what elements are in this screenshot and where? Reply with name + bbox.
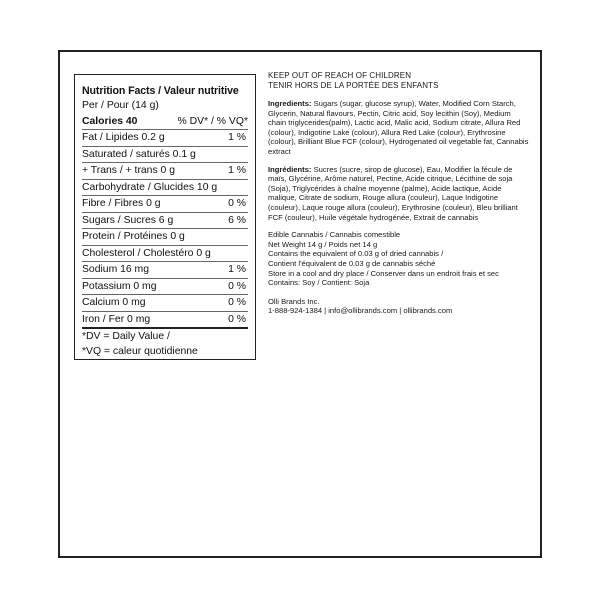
nutrient-label: Protein / Protéines 0 g bbox=[82, 231, 185, 242]
nutrient-label: Iron / Fer 0 mg bbox=[82, 313, 151, 325]
label-panel bbox=[58, 50, 542, 558]
warning-fr: TENIR HORS DE LA PORTÉE DES ENFANTS bbox=[268, 80, 439, 90]
footnote-vq: *VQ = caleur quotidienne bbox=[82, 346, 198, 357]
nutrient-label: Carbohydrate / Glucides 10 g bbox=[82, 181, 218, 193]
nutrient-dv: 1 % bbox=[228, 132, 246, 143]
nutrient-row: Cholesterol / Cholestéro 0 g bbox=[82, 246, 248, 262]
warning-en: KEEP OUT OF REACH OF CHILDREN bbox=[268, 71, 412, 80]
nutrient-label: Sodium 16 mg bbox=[82, 264, 149, 275]
nutrient-dv: 0 % bbox=[228, 313, 246, 325]
nutrient-label: Cholesterol / Cholestéro 0 g bbox=[82, 247, 211, 259]
company-contact: 1-888-924-1384 | info@ollibrands.com | o… bbox=[268, 306, 453, 316]
nutrient-row: Potassium 0 mg 0 % bbox=[82, 279, 248, 295]
nutrient-label: Calcium 0 mg bbox=[82, 297, 146, 308]
nutrient-label: Saturated / saturés 0.1 g bbox=[82, 148, 196, 160]
nutrient-label: Potassium 0 mg bbox=[82, 280, 157, 292]
edible-cannabis-line: Edible Cannabis / Cannabis comestible bbox=[268, 230, 401, 240]
net-weight-line: Net Weight 14 g / Poids net 14 g bbox=[268, 239, 378, 249]
allergen-line: Contains: Soy / Contient: Soja bbox=[268, 278, 370, 288]
calories-row: Calories 40 % DV* / % VQ* bbox=[82, 114, 248, 130]
child-warning: KEEP OUT OF REACH OF CHILDREN TENIR HORS… bbox=[268, 71, 530, 90]
calories-label: Calories 40 bbox=[82, 115, 138, 127]
ingredients-fr-list: Sucres (sucre, sirop de glucose), Eau, M… bbox=[268, 164, 518, 222]
nutrient-row: + Trans / + trans 0 g 1 % bbox=[82, 163, 248, 180]
ingredients-fr-heading: Ingrédients: bbox=[268, 164, 312, 174]
nutrient-dv: 0 % bbox=[228, 297, 246, 308]
label-text-column: KEEP OUT OF REACH OF CHILDREN TENIR HORS… bbox=[268, 71, 530, 316]
storage-line: Store in a cool and dry place / Conserve… bbox=[268, 268, 499, 278]
ingredients-en-list: Sugars (sugar, glucose syrup), Water, Mo… bbox=[268, 99, 529, 156]
ingredients-fr: Ingrédients: Sucres (sucre, sirop de glu… bbox=[268, 165, 530, 223]
nutrient-row: Carbohydrate / Glucides 10 g bbox=[82, 180, 248, 196]
serving-size: Per / Pour (14 g) bbox=[82, 98, 248, 114]
nutrient-label: + Trans / + trans 0 g bbox=[82, 165, 175, 176]
nutrient-row: Sodium 16 mg 1 % bbox=[82, 262, 248, 279]
nutrition-facts-table: Nutrition Facts / Valeur nutritive Per /… bbox=[74, 74, 256, 360]
ingredients-en-heading: Ingredients: bbox=[268, 99, 312, 108]
nutrient-label: Fat / Lipides 0.2 g bbox=[82, 132, 165, 143]
nutrient-dv: 1 % bbox=[228, 165, 246, 176]
nutrient-row: Iron / Fer 0 mg 0 % bbox=[82, 312, 248, 329]
nutrient-dv: 0 % bbox=[228, 198, 246, 209]
nutrient-dv: 1 % bbox=[228, 264, 246, 275]
nutrient-row: Fat / Lipides 0.2 g 1 % bbox=[82, 130, 248, 147]
nutrient-row: Calcium 0 mg 0 % bbox=[82, 295, 248, 312]
equivalent-en-line: Contains the equivalent of 0.03 g of dri… bbox=[268, 249, 444, 259]
nutrient-row: Fibre / Fibres 0 g 0 % bbox=[82, 196, 248, 213]
footnote-dv: *DV = Daily Value / bbox=[82, 331, 170, 342]
nutrient-dv: 0 % bbox=[228, 280, 246, 292]
serving-label: Per / Pour (14 g) bbox=[82, 100, 159, 111]
nutrient-row: Sugars / Sucres 6 g 6 % bbox=[82, 213, 248, 229]
nutrient-dv: 6 % bbox=[228, 214, 246, 226]
nutrient-label: Sugars / Sucres 6 g bbox=[82, 214, 174, 226]
dv-header: % DV* / % VQ* bbox=[177, 115, 248, 127]
nutrition-title: Nutrition Facts / Valeur nutritive bbox=[82, 85, 239, 97]
equivalent-fr-line: Contient l'équivalent de 0.03 g de canna… bbox=[268, 258, 436, 268]
nutrient-row: Protein / Protéines 0 g bbox=[82, 229, 248, 246]
company-name: Olli Brands Inc. bbox=[268, 296, 320, 306]
nutrient-row: Saturated / saturés 0.1 g bbox=[82, 147, 248, 163]
ingredients-en: Ingredients: Sugars (sugar, glucose syru… bbox=[268, 99, 530, 157]
nutrient-label: Fibre / Fibres 0 g bbox=[82, 198, 161, 209]
